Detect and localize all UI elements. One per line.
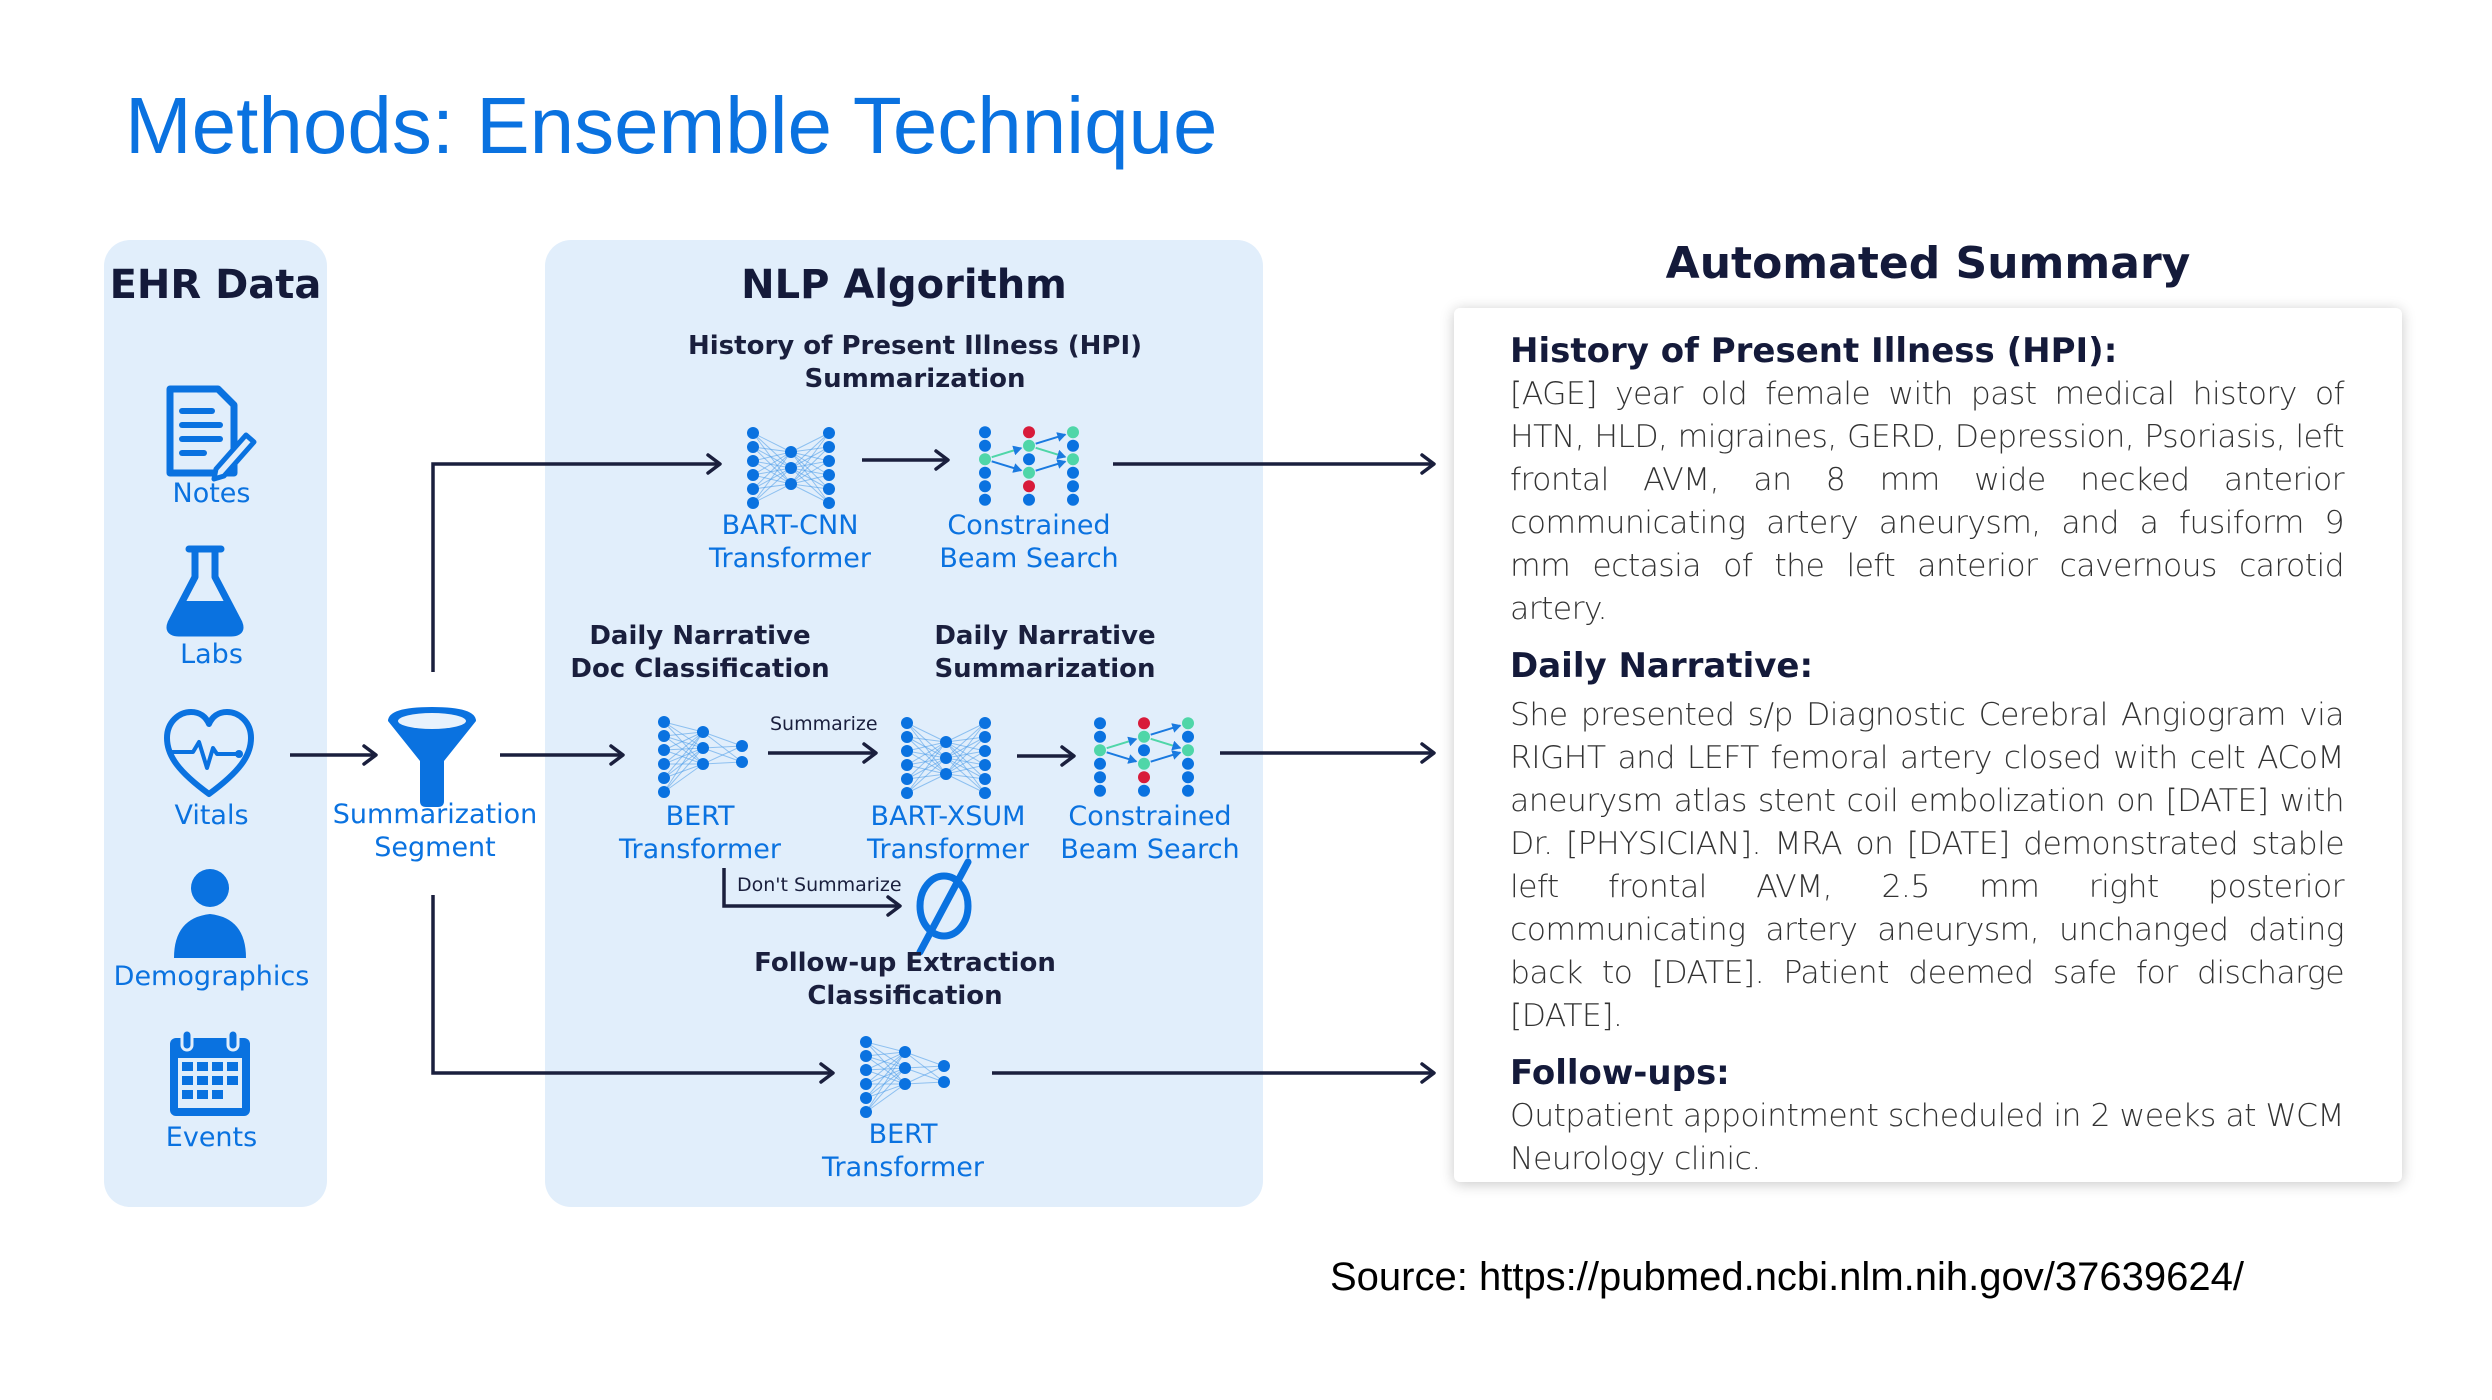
bart-cnn-label: BART-CNN Transformer (690, 509, 890, 575)
cbs2-line1: Constrained (1068, 801, 1232, 832)
segment-label-line1: Summarization (332, 799, 538, 830)
bert-label-2: BERT Transformer (803, 1118, 1003, 1184)
automated-summary-title: Automated Summary (1665, 238, 2191, 289)
cbs1-line2: Beam Search (939, 543, 1119, 574)
hpi-heading-line1: History of Present Illness (HPI) (688, 331, 1142, 361)
followup-line2: Classification (807, 981, 1003, 1011)
daily-narrative-summarization-heading: Daily Narrative Summarization (905, 620, 1185, 686)
daily-narrative-heading: Daily Narrative: (1510, 646, 1814, 686)
bart-cnn-line2: Transformer (708, 543, 871, 574)
bert2-line2: Transformer (821, 1152, 984, 1183)
funnel-icon (388, 707, 476, 807)
bert-label-1: BERT Transformer (600, 800, 800, 866)
cbs1-line1: Constrained (947, 510, 1111, 541)
follow-ups-heading: Follow-ups: (1510, 1053, 1730, 1093)
hpi-text: [AGE] year old female with past medical … (1510, 376, 2345, 627)
hpi-summarization-heading: History of Present Illness (HPI) Summari… (640, 330, 1190, 396)
hpi-heading-line2: Summarization (804, 364, 1026, 394)
daily-narrative-text: She presented s/p Diagnostic Cerebral An… (1510, 697, 2345, 1034)
dn-class-line1: Daily Narrative (589, 621, 811, 651)
bart-cnn-line1: BART-CNN (721, 510, 859, 541)
summarization-segment-label: Summarization Segment (330, 798, 540, 864)
ehr-item-vitals: Vitals (174, 800, 249, 831)
automated-summary-card: History of Present Illness (HPI): [AGE] … (1454, 308, 2402, 1182)
bert1-line2: Transformer (618, 834, 781, 865)
dn-sum-line2: Summarization (934, 654, 1156, 684)
follow-ups-text: Outpatient appointment scheduled in 2 we… (1510, 1098, 2345, 1177)
constrained-beam-search-label-1: Constrained Beam Search (929, 509, 1129, 575)
bert1-line1: BERT (665, 801, 735, 832)
ehr-item-demographics: Demographics (113, 961, 310, 992)
ehr-item-events: Events (165, 1122, 258, 1153)
source-citation: Source: https://pubmed.ncbi.nlm.nih.gov/… (1330, 1255, 2244, 1299)
slide-title: Methods: Ensemble Technique (125, 81, 1218, 170)
nlp-algorithm-title: NLP Algorithm (741, 262, 1067, 308)
bart-xsum-line1: BART-XSUM (870, 801, 1026, 832)
ehr-data-title: EHR Data (109, 262, 322, 308)
ehr-data-panel (104, 240, 327, 1207)
daily-narrative-classification-heading: Daily Narrative Doc Classification (560, 620, 840, 686)
followup-extraction-heading: Follow-up Extraction Classification (740, 947, 1070, 1013)
bart-xsum-label: BART-XSUM Transformer (848, 800, 1048, 866)
summarize-label: Summarize (770, 713, 878, 735)
dn-class-line2: Doc Classification (570, 654, 830, 684)
dn-sum-line1: Daily Narrative (934, 621, 1156, 651)
ehr-item-labs: Labs (180, 639, 243, 670)
bart-xsum-line2: Transformer (866, 834, 1029, 865)
dont-summarize-label: Don't Summarize (737, 874, 902, 896)
followup-line1: Follow-up Extraction (754, 948, 1056, 978)
bert2-line1: BERT (868, 1119, 938, 1150)
hpi-heading: History of Present Illness (HPI): (1510, 331, 2118, 371)
ehr-item-notes: Notes (172, 478, 251, 509)
cbs2-line2: Beam Search (1060, 834, 1240, 865)
segment-label-line2: Segment (374, 832, 496, 863)
constrained-beam-search-label-2: Constrained Beam Search (1050, 800, 1250, 866)
